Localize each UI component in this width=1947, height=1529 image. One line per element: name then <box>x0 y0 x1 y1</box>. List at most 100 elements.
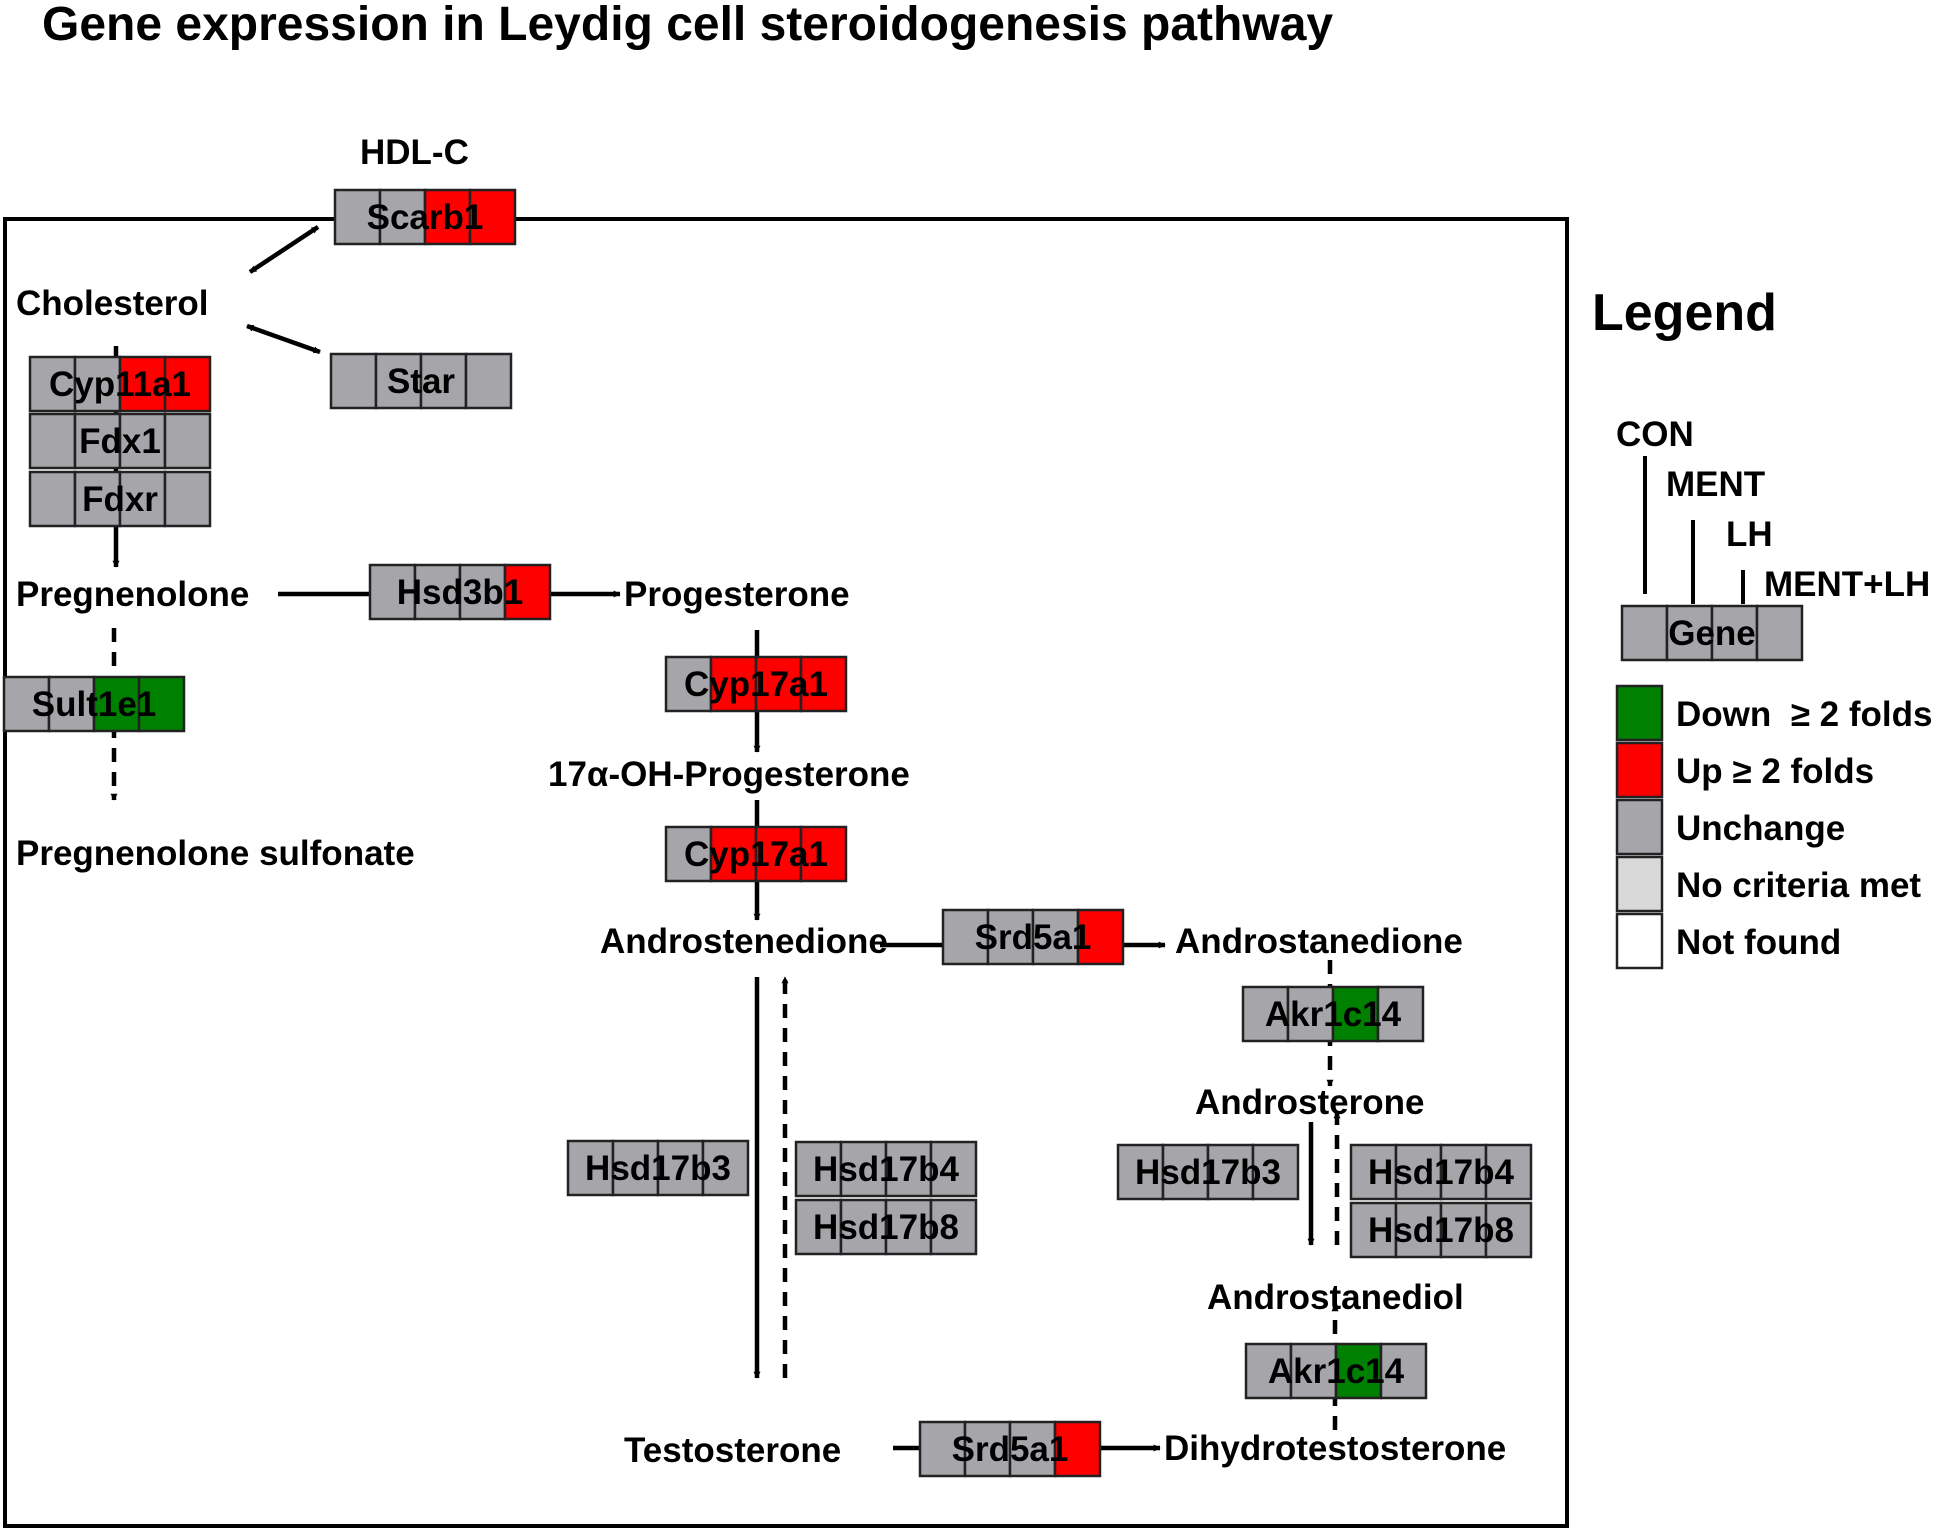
expression-cell-unchange <box>28 412 77 470</box>
gene-box-hsd17b8-right[interactable]: Hsd17b8 <box>1349 1201 1533 1259</box>
gene-box-srd5a1-lower[interactable]: Srd5a1 <box>918 1420 1102 1478</box>
gene-label-srd5a1-lower: Srd5a1 <box>952 1430 1069 1469</box>
expression-cell-unchange <box>1241 985 1290 1043</box>
expression-cell-unchange <box>464 352 513 410</box>
gene-box-star[interactable]: Star <box>329 352 513 410</box>
expression-cell-unchange <box>28 355 77 413</box>
legend-swatch-label: Up ≥ 2 folds <box>1676 752 1874 791</box>
metabolite-testosterone: Testosterone <box>624 1431 841 1470</box>
expression-cell-unchange <box>73 355 122 413</box>
gene-label-hsd17b8-right: Hsd17b8 <box>1368 1211 1514 1250</box>
expression-cell-unchange <box>163 412 212 470</box>
expression-cell-unchange <box>929 1140 978 1198</box>
gene-label-akr1c14-lower: Akr1c14 <box>1268 1352 1405 1391</box>
expression-cell-unchange <box>1349 1201 1398 1259</box>
gene-box-hsd17b4-left[interactable]: Hsd17b4 <box>794 1140 978 1198</box>
edge-cholesterol-star <box>246 323 321 355</box>
gene-box-fdx1[interactable]: Fdx1 <box>28 412 212 470</box>
legend: Legend CON MENT LH MENT+LH Gene Down ≥ 2… <box>1592 284 1932 970</box>
expression-cell-unchange <box>884 1198 933 1256</box>
edge-scarb1-cholesterol <box>248 225 320 274</box>
metabolite-progesterone: Progesterone <box>624 575 850 614</box>
expression-cell-unchange <box>47 675 96 733</box>
expression-cell-unchange <box>1349 1143 1398 1201</box>
expression-cell-unchange <box>664 655 713 713</box>
gene-box-hsd17b4-right[interactable]: Hsd17b4 <box>1349 1143 1533 1201</box>
gene-box-hsd17b8-left[interactable]: Hsd17b8 <box>794 1198 978 1256</box>
expression-cell-up <box>118 355 167 413</box>
expression-cell-unchange <box>28 470 77 528</box>
expression-cell-unchange <box>1755 604 1804 662</box>
metabolite-17-oh-progesterone: 17α-OH-Progesterone <box>548 755 910 794</box>
gene-box-srd5a1-upper[interactable]: Srd5a1 <box>941 908 1125 966</box>
metabolite-androstanediol: Androstanediol <box>1207 1278 1464 1317</box>
gene-label-sult1e1: Sult1e1 <box>32 685 157 724</box>
metabolite-hdlc: HDL-C <box>360 133 469 172</box>
expression-cell-unchange <box>1376 985 1425 1043</box>
expression-cell-up <box>709 825 758 883</box>
legend-group-con: CON <box>1616 415 1694 454</box>
gene-box-akr1c14-upper[interactable]: Akr1c14 <box>1241 985 1425 1043</box>
gene-box-cyp17a1-second[interactable]: Cyp17a1 <box>664 825 848 883</box>
legend-swatch-label: Down ≥ 2 folds <box>1676 695 1932 734</box>
expression-cell-unchange <box>656 1139 705 1197</box>
gene-box-fdxr[interactable]: Fdxr <box>28 470 212 528</box>
gene-label-star: Star <box>387 362 455 401</box>
expression-cell-unchange <box>839 1198 888 1256</box>
expression-cell-unchange <box>1439 1201 1488 1259</box>
gene-label-cyp17a1-second: Cyp17a1 <box>684 835 828 874</box>
gene-label-hsd17b3-left: Hsd17b3 <box>585 1149 731 1188</box>
metabolite-androsterone: Androsterone <box>1195 1083 1424 1122</box>
metabolite-pregnenolone-sulfonate: Pregnenolone sulfonate <box>16 834 415 873</box>
metabolite-labels: HDL-C Cholesterol Pregnenolone Progester… <box>16 133 1506 1470</box>
gene-box-hsd17b3-left[interactable]: Hsd17b3 <box>566 1139 750 1197</box>
gene-label-scarb1: Scarb1 <box>367 198 484 237</box>
expression-cell-unchange <box>1244 1342 1293 1400</box>
gene-box-cyp11a1[interactable]: Cyp11a1 <box>28 355 212 413</box>
gene-label-hsd17b4-left: Hsd17b4 <box>813 1150 959 1189</box>
expression-cell-unchange <box>1379 1342 1428 1400</box>
gene-label-fdxr: Fdxr <box>82 480 158 519</box>
gene-box-cyp17a1-first[interactable]: Cyp17a1 <box>664 655 848 713</box>
gene-box-akr1c14-lower[interactable]: Akr1c14 <box>1244 1342 1428 1400</box>
legend-swatch-label: No criteria met <box>1676 866 1921 905</box>
expression-cell-unchange <box>118 412 167 470</box>
gene-label-cyp17a1-first: Cyp17a1 <box>684 665 828 704</box>
expression-cell-up <box>503 563 552 621</box>
expression-cell-up <box>754 825 803 883</box>
metabolite-pregnenolone: Pregnenolone <box>16 575 249 614</box>
metabolite-cholesterol: Cholesterol <box>16 284 209 323</box>
expression-cell-unchange <box>163 470 212 528</box>
legend-group-ment-lh: MENT+LH <box>1764 565 1930 604</box>
expression-cell-unchange <box>329 352 378 410</box>
expression-cell-unchange <box>929 1198 978 1256</box>
legend-swatch <box>1615 798 1664 856</box>
expression-cell-unchange <box>1206 1143 1255 1201</box>
legend-title: Legend <box>1592 284 1777 342</box>
expression-cell-up <box>468 188 517 246</box>
legend-group-ment: MENT <box>1666 465 1765 504</box>
expression-cell-unchange <box>664 825 713 883</box>
gene-box-hsd17b3-right[interactable]: Hsd17b3 <box>1116 1143 1300 1201</box>
legend-group-lh: LH <box>1726 515 1773 554</box>
expression-cell-unchange <box>1665 604 1714 662</box>
expression-cell-down <box>1334 1342 1383 1400</box>
expression-cell-unchange <box>378 188 427 246</box>
expression-cell-down <box>137 675 186 733</box>
gene-boxes: Scarb1 Star Cyp11a1 Fdx1 Fdxr Hsd3b1 Sul… <box>2 188 1533 1478</box>
gene-label-hsd17b4-right: Hsd17b4 <box>1368 1153 1514 1192</box>
gene-box-hsd3b1[interactable]: Hsd3b1 <box>368 563 552 621</box>
legend-swatch <box>1615 912 1664 970</box>
expression-cell-unchange <box>1008 1420 1057 1478</box>
legend-swatch-label: Unchange <box>1676 809 1845 848</box>
gene-box-sult1e1[interactable]: Sult1e1 <box>2 675 186 733</box>
expression-cell-unchange <box>566 1139 615 1197</box>
gene-box-scarb1[interactable]: Scarb1 <box>333 188 517 246</box>
legend-swatch-label: Not found <box>1676 923 1841 962</box>
legend-swatch <box>1615 855 1664 913</box>
pathway-frame <box>3 217 1569 1528</box>
gene-label-srd5a1-upper: Srd5a1 <box>975 918 1092 957</box>
